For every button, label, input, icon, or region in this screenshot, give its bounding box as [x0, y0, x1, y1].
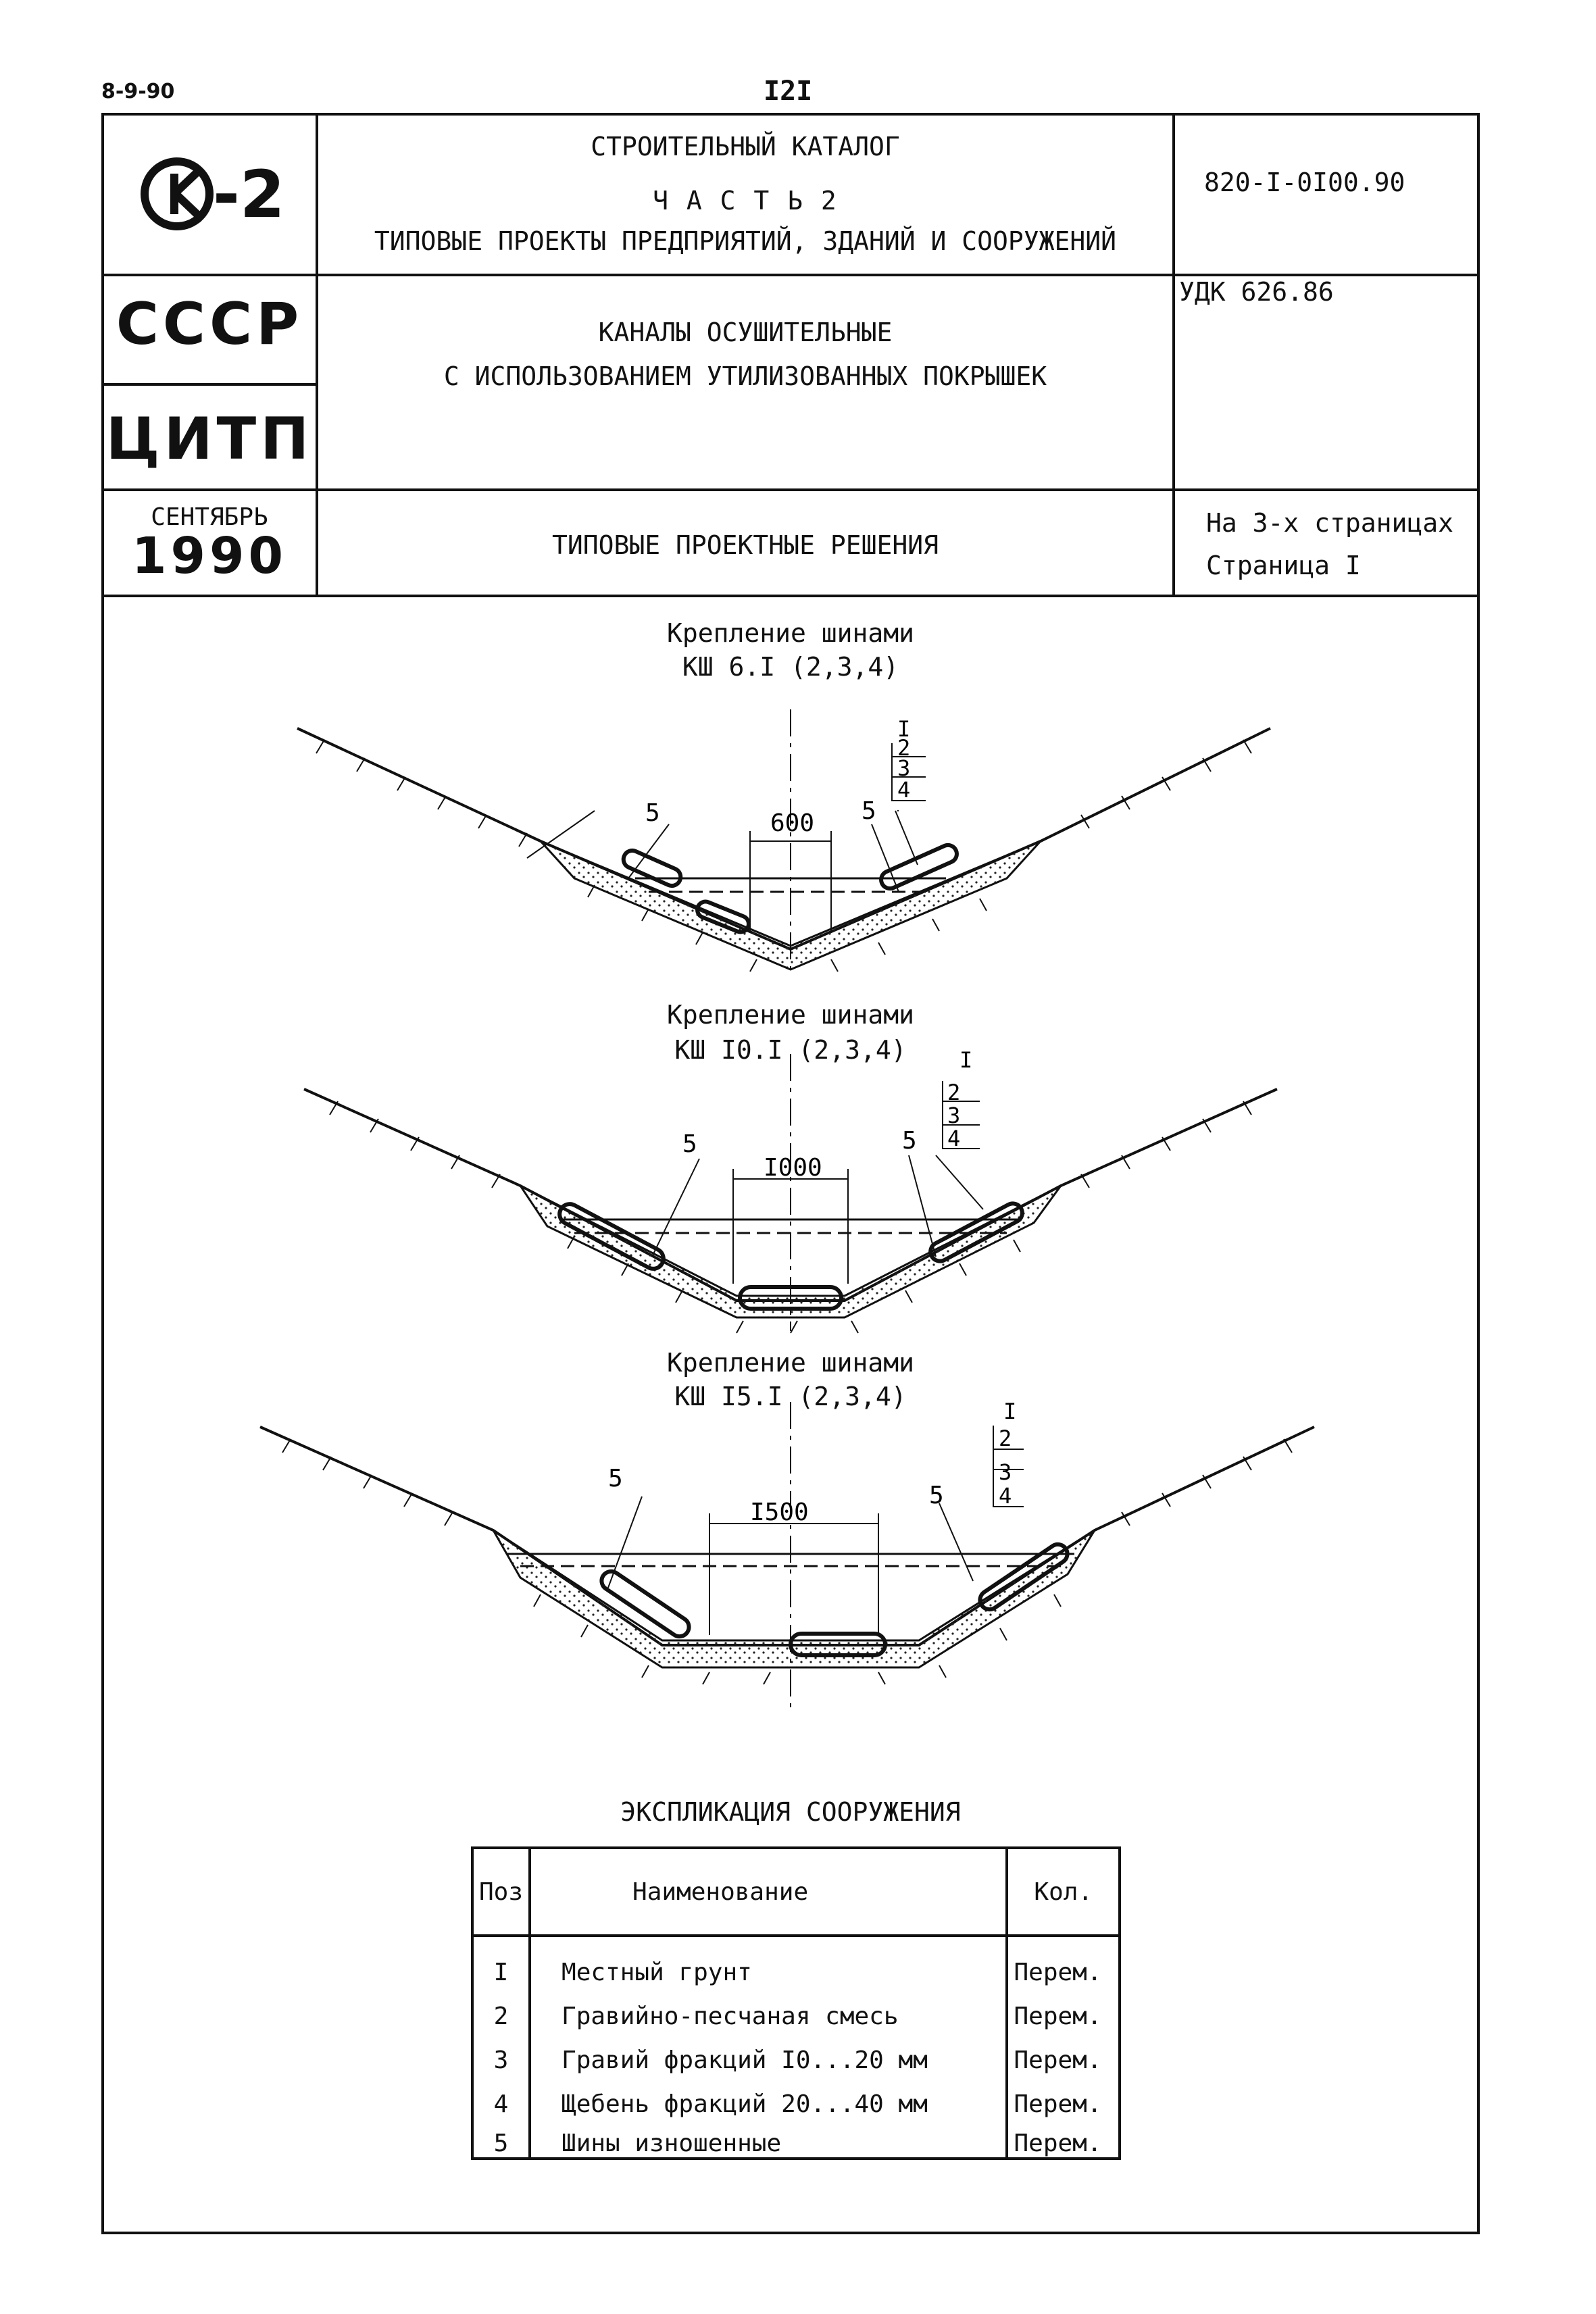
explication-table: Поз Наименование Кол. I Местный грунт Пе… [470, 1846, 1121, 2160]
drawing-3-tire-label-right: 5 [929, 1482, 944, 1509]
table-header-row: Поз Наименование Кол. [470, 1846, 1121, 1937]
document-number: 820-I-0I00.90 [1204, 168, 1405, 197]
cross-section-ksh-15 [259, 1402, 1315, 1709]
row-name: Щебень фракций 20...40 мм [530, 2074, 1009, 2118]
drawing-3-width-label: I500 [750, 1499, 809, 1526]
row-qty: Перем. [1007, 2118, 1121, 2160]
drawing-1-caption: Крепление шинами [666, 618, 915, 648]
row-name: Гравий фракций I0...20 мм [530, 2030, 1009, 2074]
cross-section-ksh-6 [297, 709, 1271, 973]
drawing-2-layer-2: 2 [947, 1080, 960, 1105]
drawing-1-layer-3: 3 [897, 755, 910, 781]
row-qty: Перем. [1007, 1986, 1121, 2030]
table-row: 2 Гравийно-песчаная смесь Перем. [470, 1986, 1121, 2030]
drawing-3-layer-2: 2 [999, 1426, 1012, 1451]
header-row-divider-country [101, 383, 318, 386]
solution-type: ТИПОВЫЕ ПРОЕКТНЫЕ РЕШЕНИЯ [552, 530, 939, 560]
row-name: Шины изношенные [530, 2118, 1009, 2160]
catalog-title: СТРОИТЕЛЬНЫЙ КАТАЛОГ [591, 132, 900, 161]
drawing-2-width-label: I000 [764, 1154, 822, 1182]
catalog-part: Ч А С Т Ь 2 [653, 186, 838, 216]
drawing-3-layer-1: I [1003, 1399, 1016, 1424]
catalog-section: ТИПОВЫЕ ПРОЕКТЫ ПРЕДПРИЯТИЙ, ЗДАНИЙ И СО… [374, 226, 1117, 256]
drawing-3-layer-3: 3 [999, 1459, 1012, 1485]
row-qty: Перем. [1007, 2030, 1121, 2074]
table-row: I Местный грунт Перем. [470, 1936, 1121, 1986]
row-name: Гравийно-песчаная смесь [530, 1986, 1009, 2030]
country-label: СССР [116, 291, 303, 358]
drawing-1-layer-1: I [897, 716, 910, 742]
drawing-2-layer-1: I [959, 1047, 972, 1073]
drawing-3-caption: Крепление шинами [666, 1348, 915, 1378]
drawing-3-tire-label-left: 5 [608, 1465, 623, 1492]
table-row: 3 Гравий фракций I0...20 мм Перем. [470, 2030, 1121, 2074]
row-pos: I [470, 1936, 532, 1986]
project-subtitle: С ИСПОЛЬЗОВАНИЕМ УТИЛИЗОВАННЫХ ПОКРЫШЕК [443, 361, 1047, 391]
release-year: 1990 [132, 527, 287, 585]
cross-section-ksh-10 [303, 1054, 1278, 1334]
header-row-divider-3 [101, 595, 1480, 597]
column-header-name: Наименование [528, 1846, 1009, 1937]
drawing-1-layer-4: 4 [897, 777, 910, 803]
logo-mark-icon [141, 157, 214, 230]
document-code: 8-9-90 [101, 80, 175, 103]
drawing-2-layer-3: 3 [947, 1103, 960, 1128]
column-header-qty: Кол. [1005, 1846, 1121, 1937]
row-pos: 4 [470, 2074, 532, 2118]
drawing-1-tire-label-left: 5 [645, 799, 660, 827]
drawing-3-layer-4: 4 [999, 1483, 1012, 1509]
organization-label: ЦИТП [105, 405, 314, 473]
header-row-divider-2 [101, 488, 1480, 491]
drawing-2-layer-4: 4 [947, 1126, 960, 1151]
udk-code: УДК 626.86 [1179, 277, 1334, 307]
drawing-1-width-label: 600 [770, 809, 814, 837]
row-qty: Перем. [1007, 1936, 1121, 1986]
project-title: КАНАЛЫ ОСУШИТЕЛЬНЫЕ [598, 318, 893, 347]
row-qty: Перем. [1007, 2074, 1121, 2118]
drawing-2-caption: Крепление шинами [666, 1000, 915, 1030]
table-row: 4 Щебень фракций 20...40 мм Перем. [470, 2074, 1121, 2118]
drawing-1-tire-label-right: 5 [862, 797, 876, 825]
drawing-2-tire-label-left: 5 [682, 1130, 697, 1158]
header-divider-right [1172, 113, 1175, 595]
table-row: 5 Шины изношенные Перем. [470, 2118, 1121, 2160]
pages-total: На 3-х страницах [1206, 508, 1454, 538]
page-indicator: Страница I [1206, 551, 1361, 580]
page-number: I2I [764, 76, 813, 107]
drawing-1-layer-2: 2 [897, 735, 910, 761]
drawing-1-code: КШ 6.I (2,3,4) [682, 652, 899, 682]
page-frame [101, 113, 1480, 2234]
header-row-divider-1 [101, 274, 1480, 276]
release-month: СЕНТЯБРЬ [151, 503, 268, 531]
logo-text: -2 [213, 157, 285, 232]
explication-title: ЭКСПЛИКАЦИЯ СООРУЖЕНИЯ [620, 1797, 961, 1827]
drawing-2-tire-label-right: 5 [902, 1127, 917, 1155]
header-divider-left [316, 113, 318, 595]
row-pos: 5 [470, 2118, 532, 2160]
column-header-pos: Поз [470, 1846, 532, 1937]
row-pos: 2 [470, 1986, 532, 2030]
catalog-logo: -2 [135, 145, 304, 247]
row-pos: 3 [470, 2030, 532, 2074]
row-name: Местный грунт [530, 1936, 1009, 1986]
